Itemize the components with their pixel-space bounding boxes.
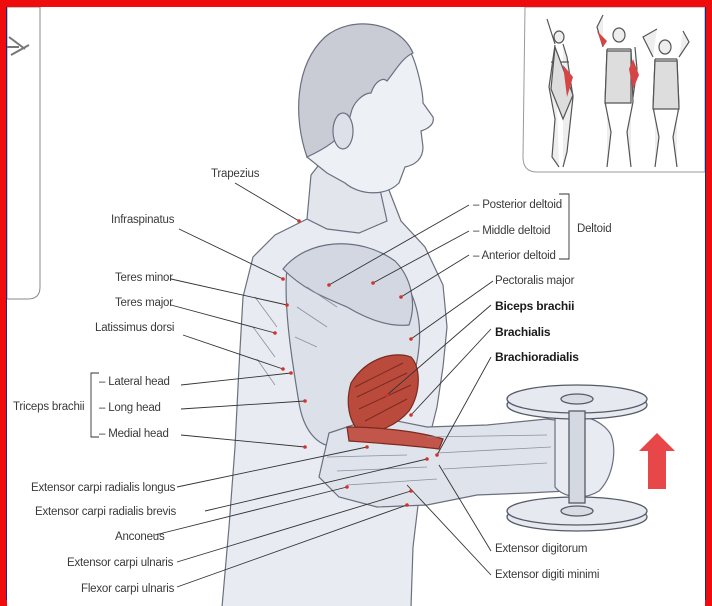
label-extensor-digiti-minimi: Extensor digiti minimi (495, 569, 599, 581)
label-flexor-carpi-ulnaris: Flexor carpi ulnaris (81, 583, 174, 595)
label-teres-minor: Teres minor (115, 272, 173, 284)
label-triceps-brachii: Triceps brachii (13, 401, 84, 413)
label-brachialis: Brachialis (495, 325, 550, 339)
label-medial-head: – Medial head (99, 428, 169, 440)
label-extensor-carpi-radialis-brevis: Extensor carpi radialis brevis (35, 506, 176, 518)
label-extensor-carpi-ulnaris: Extensor carpi ulnaris (67, 557, 173, 569)
inset-figures-panel (523, 7, 705, 172)
anatomy-illustration: Trapezius Infraspinatus Teres minor Tere… (7, 7, 705, 606)
label-brachioradialis: Brachioradialis (495, 350, 579, 364)
label-teres-major: Teres major (115, 297, 173, 309)
label-anterior-deltoid: – Anterior deltoid (473, 250, 556, 262)
red-up-arrow (639, 433, 675, 489)
label-posterior-deltoid: – Posterior deltoid (473, 199, 562, 211)
label-lateral-head: – Lateral head (99, 376, 170, 388)
label-extensor-digitorum: Extensor digitorum (495, 543, 587, 555)
label-middle-deltoid: – Middle deltoid (473, 225, 550, 237)
label-biceps-brachii: Biceps brachii (495, 299, 574, 313)
label-pectoralis-major: Pectoralis major (495, 275, 574, 287)
label-long-head: – Long head (99, 402, 161, 414)
label-infraspinatus: Infraspinatus (111, 214, 174, 226)
left-inset-panel (7, 7, 40, 299)
label-anconeus: Anconeus (115, 531, 165, 543)
label-extensor-carpi-radialis-longus: Extensor carpi radialis longus (31, 482, 175, 494)
label-trapezius: Trapezius (211, 168, 259, 180)
label-deltoid: Deltoid (577, 223, 611, 235)
label-latissimus-dorsi: Latissimus dorsi (95, 322, 174, 334)
